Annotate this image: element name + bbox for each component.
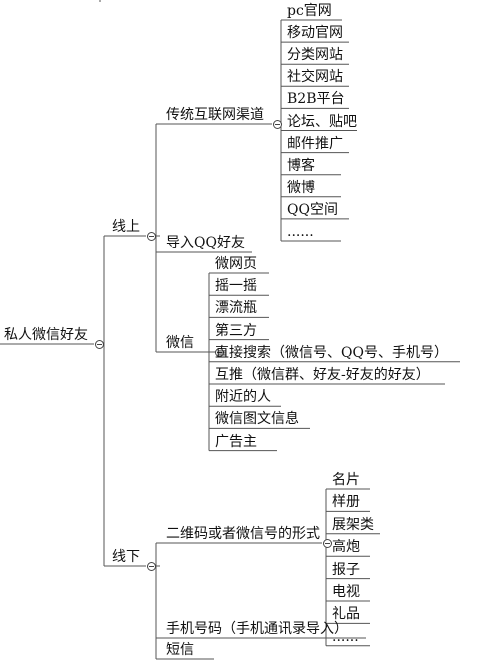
leaf-node: 移动官网 bbox=[287, 25, 343, 42]
leaf-node: 漂流瓶 bbox=[215, 300, 257, 317]
leaf-node: 附近的人 bbox=[215, 389, 271, 406]
group-node: 二维码或者微信号的形式 bbox=[166, 526, 320, 542]
leaf-node: 微信图文信息 bbox=[215, 411, 299, 428]
leaf-node: ...... bbox=[332, 628, 359, 645]
group-node: 微信 bbox=[166, 335, 194, 351]
leaf-node: 微网页 bbox=[215, 256, 257, 272]
leaf-node: 摇一摇 bbox=[215, 278, 257, 295]
collapse-toggle-icon[interactable] bbox=[146, 561, 156, 571]
leaf-node: 社交网站 bbox=[287, 69, 343, 86]
group-node: 短信 bbox=[166, 642, 194, 658]
leaf-node: 邮件推广 bbox=[287, 135, 343, 152]
leaf-node: 高炮 bbox=[332, 539, 360, 556]
collapse-toggle-icon[interactable] bbox=[214, 347, 224, 357]
leaf-node: B2B平台 bbox=[287, 91, 345, 108]
leaf-node: 直接搜索（微信号、QQ号、手机号） bbox=[215, 344, 448, 361]
leaf-node: 第三方 bbox=[215, 322, 257, 339]
leaf-node: 展架类 bbox=[332, 516, 374, 533]
branch-node: 线下 bbox=[112, 549, 140, 565]
leaf-node: 报子 bbox=[332, 561, 360, 578]
branch-node: 线上 bbox=[112, 219, 140, 235]
leaf-node: 礼品 bbox=[332, 606, 360, 623]
group-node: 导入QQ好友 bbox=[166, 235, 245, 251]
collapse-toggle-icon[interactable] bbox=[94, 339, 104, 349]
collapse-toggle-icon[interactable] bbox=[272, 119, 282, 129]
collapse-toggle-icon[interactable] bbox=[146, 231, 156, 241]
leaf-node: 分类网站 bbox=[287, 47, 343, 64]
leaf-node: 博客 bbox=[287, 157, 315, 174]
leaf-node: 广告主 bbox=[215, 433, 257, 450]
leaf-node: 互推（微信群、好友-好友的好友） bbox=[215, 367, 430, 383]
leaf-node: ...... bbox=[287, 224, 314, 240]
leaf-node: 论坛、贴吧 bbox=[287, 113, 357, 130]
leaf-node: 微博 bbox=[287, 179, 315, 196]
collapse-toggle-icon[interactable] bbox=[322, 538, 332, 548]
root-node: 私人微信好友 bbox=[4, 327, 88, 343]
leaf-node: QQ空间 bbox=[287, 201, 338, 218]
group-node: 手机号码（手机通讯录导入） bbox=[166, 621, 348, 637]
leaf-node: 名片 bbox=[332, 472, 360, 488]
leaf-node: 样册 bbox=[332, 494, 360, 511]
group-node: 传统互联网渠道 bbox=[166, 107, 264, 123]
leaf-node: pc官网 bbox=[287, 3, 332, 19]
leaf-node: 电视 bbox=[332, 584, 360, 600]
